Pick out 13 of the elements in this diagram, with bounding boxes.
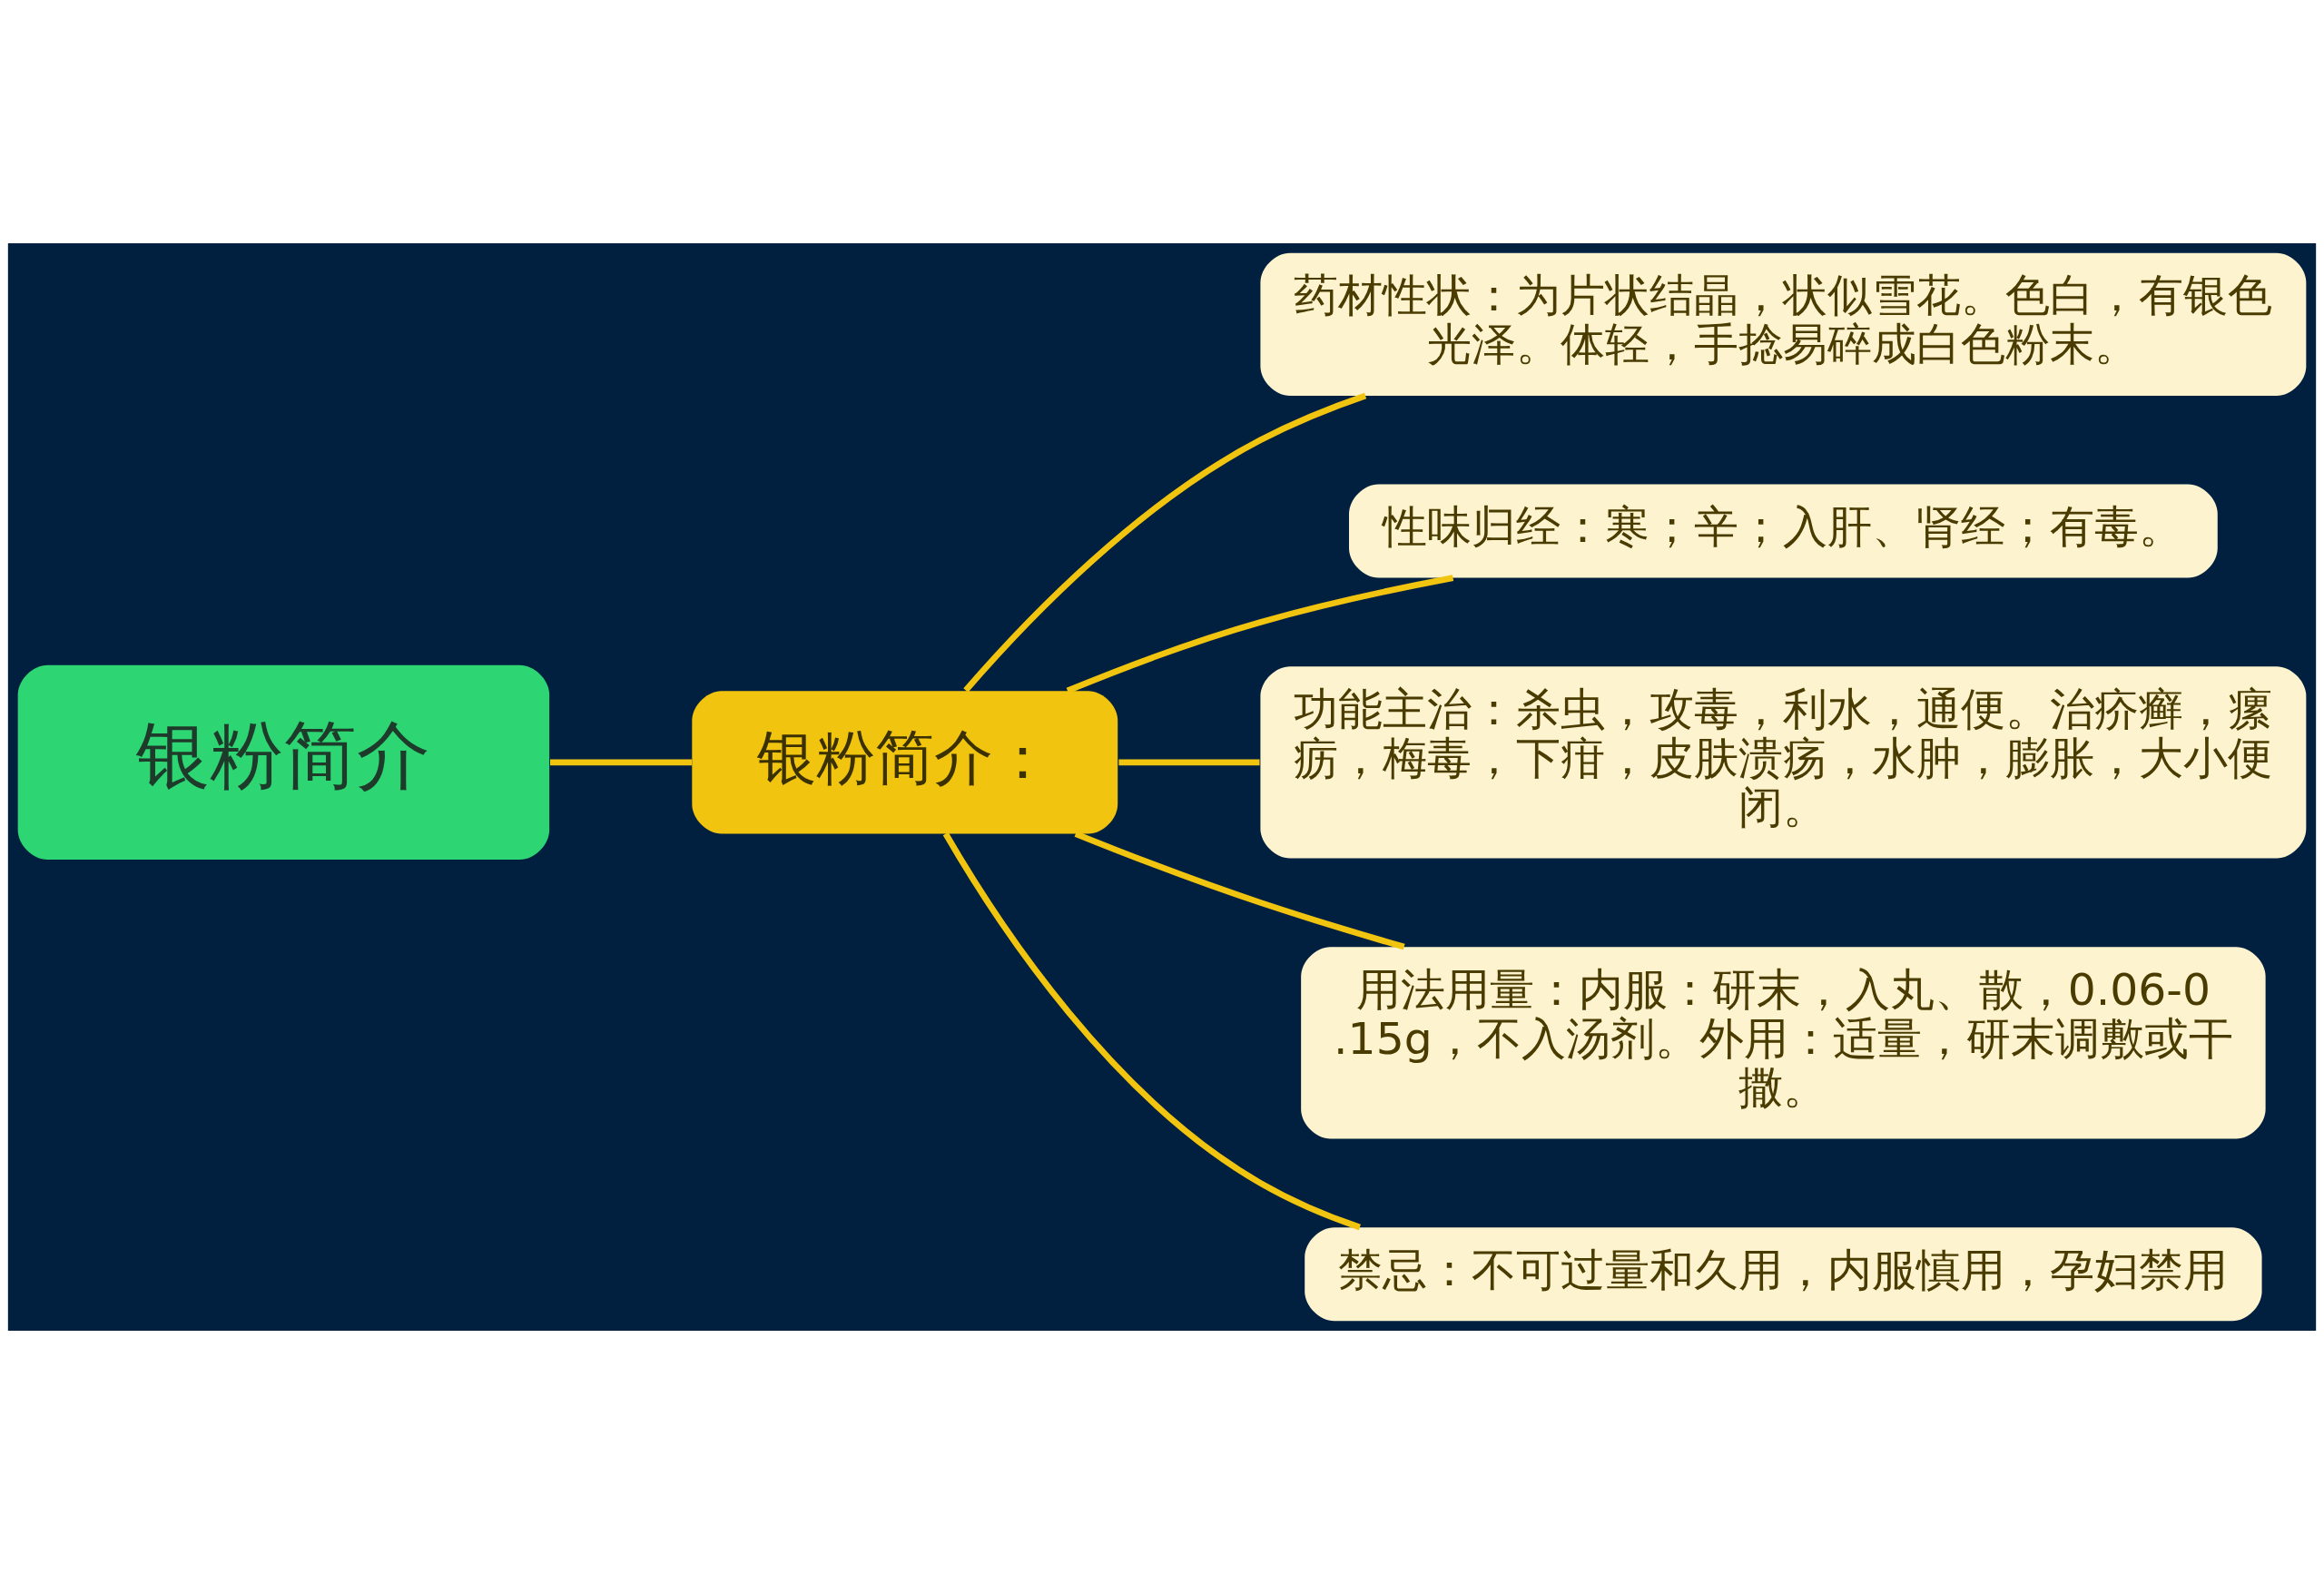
node-box: 性味归经：寒；辛；入肝、肾经；有毒。 [1349, 484, 2218, 578]
node-box: 用法用量：内服：研末，入丸、散，0.06-0.15g，不入汤剂。外用：适量，研末调敷或干撒。 [1301, 947, 2266, 1139]
connector [1118, 759, 1260, 766]
node-box: 禁忌：不可过量和久用，内服慎用，孕妇禁用 [1305, 1227, 2262, 1322]
connector [1066, 575, 1454, 694]
node-box: 功能主治：杀虫，攻毒，利水，通便。治疥癣，瘰疬，梅毒，下疳，皮肤溃疡，水肿，膨胀，大小便闭。 [1260, 666, 2307, 859]
connector [963, 392, 1367, 693]
node-box: 银粉简介 [17, 664, 550, 860]
node-box: 银粉简介： [692, 691, 1118, 834]
connector [550, 759, 693, 766]
connector [942, 831, 1361, 1231]
connector [1074, 831, 1405, 950]
node-box: 药材性状：为片状结晶，状似雪花。色白，有银色光泽。体轻，手捻易碎成白色粉末。 [1260, 252, 2307, 397]
